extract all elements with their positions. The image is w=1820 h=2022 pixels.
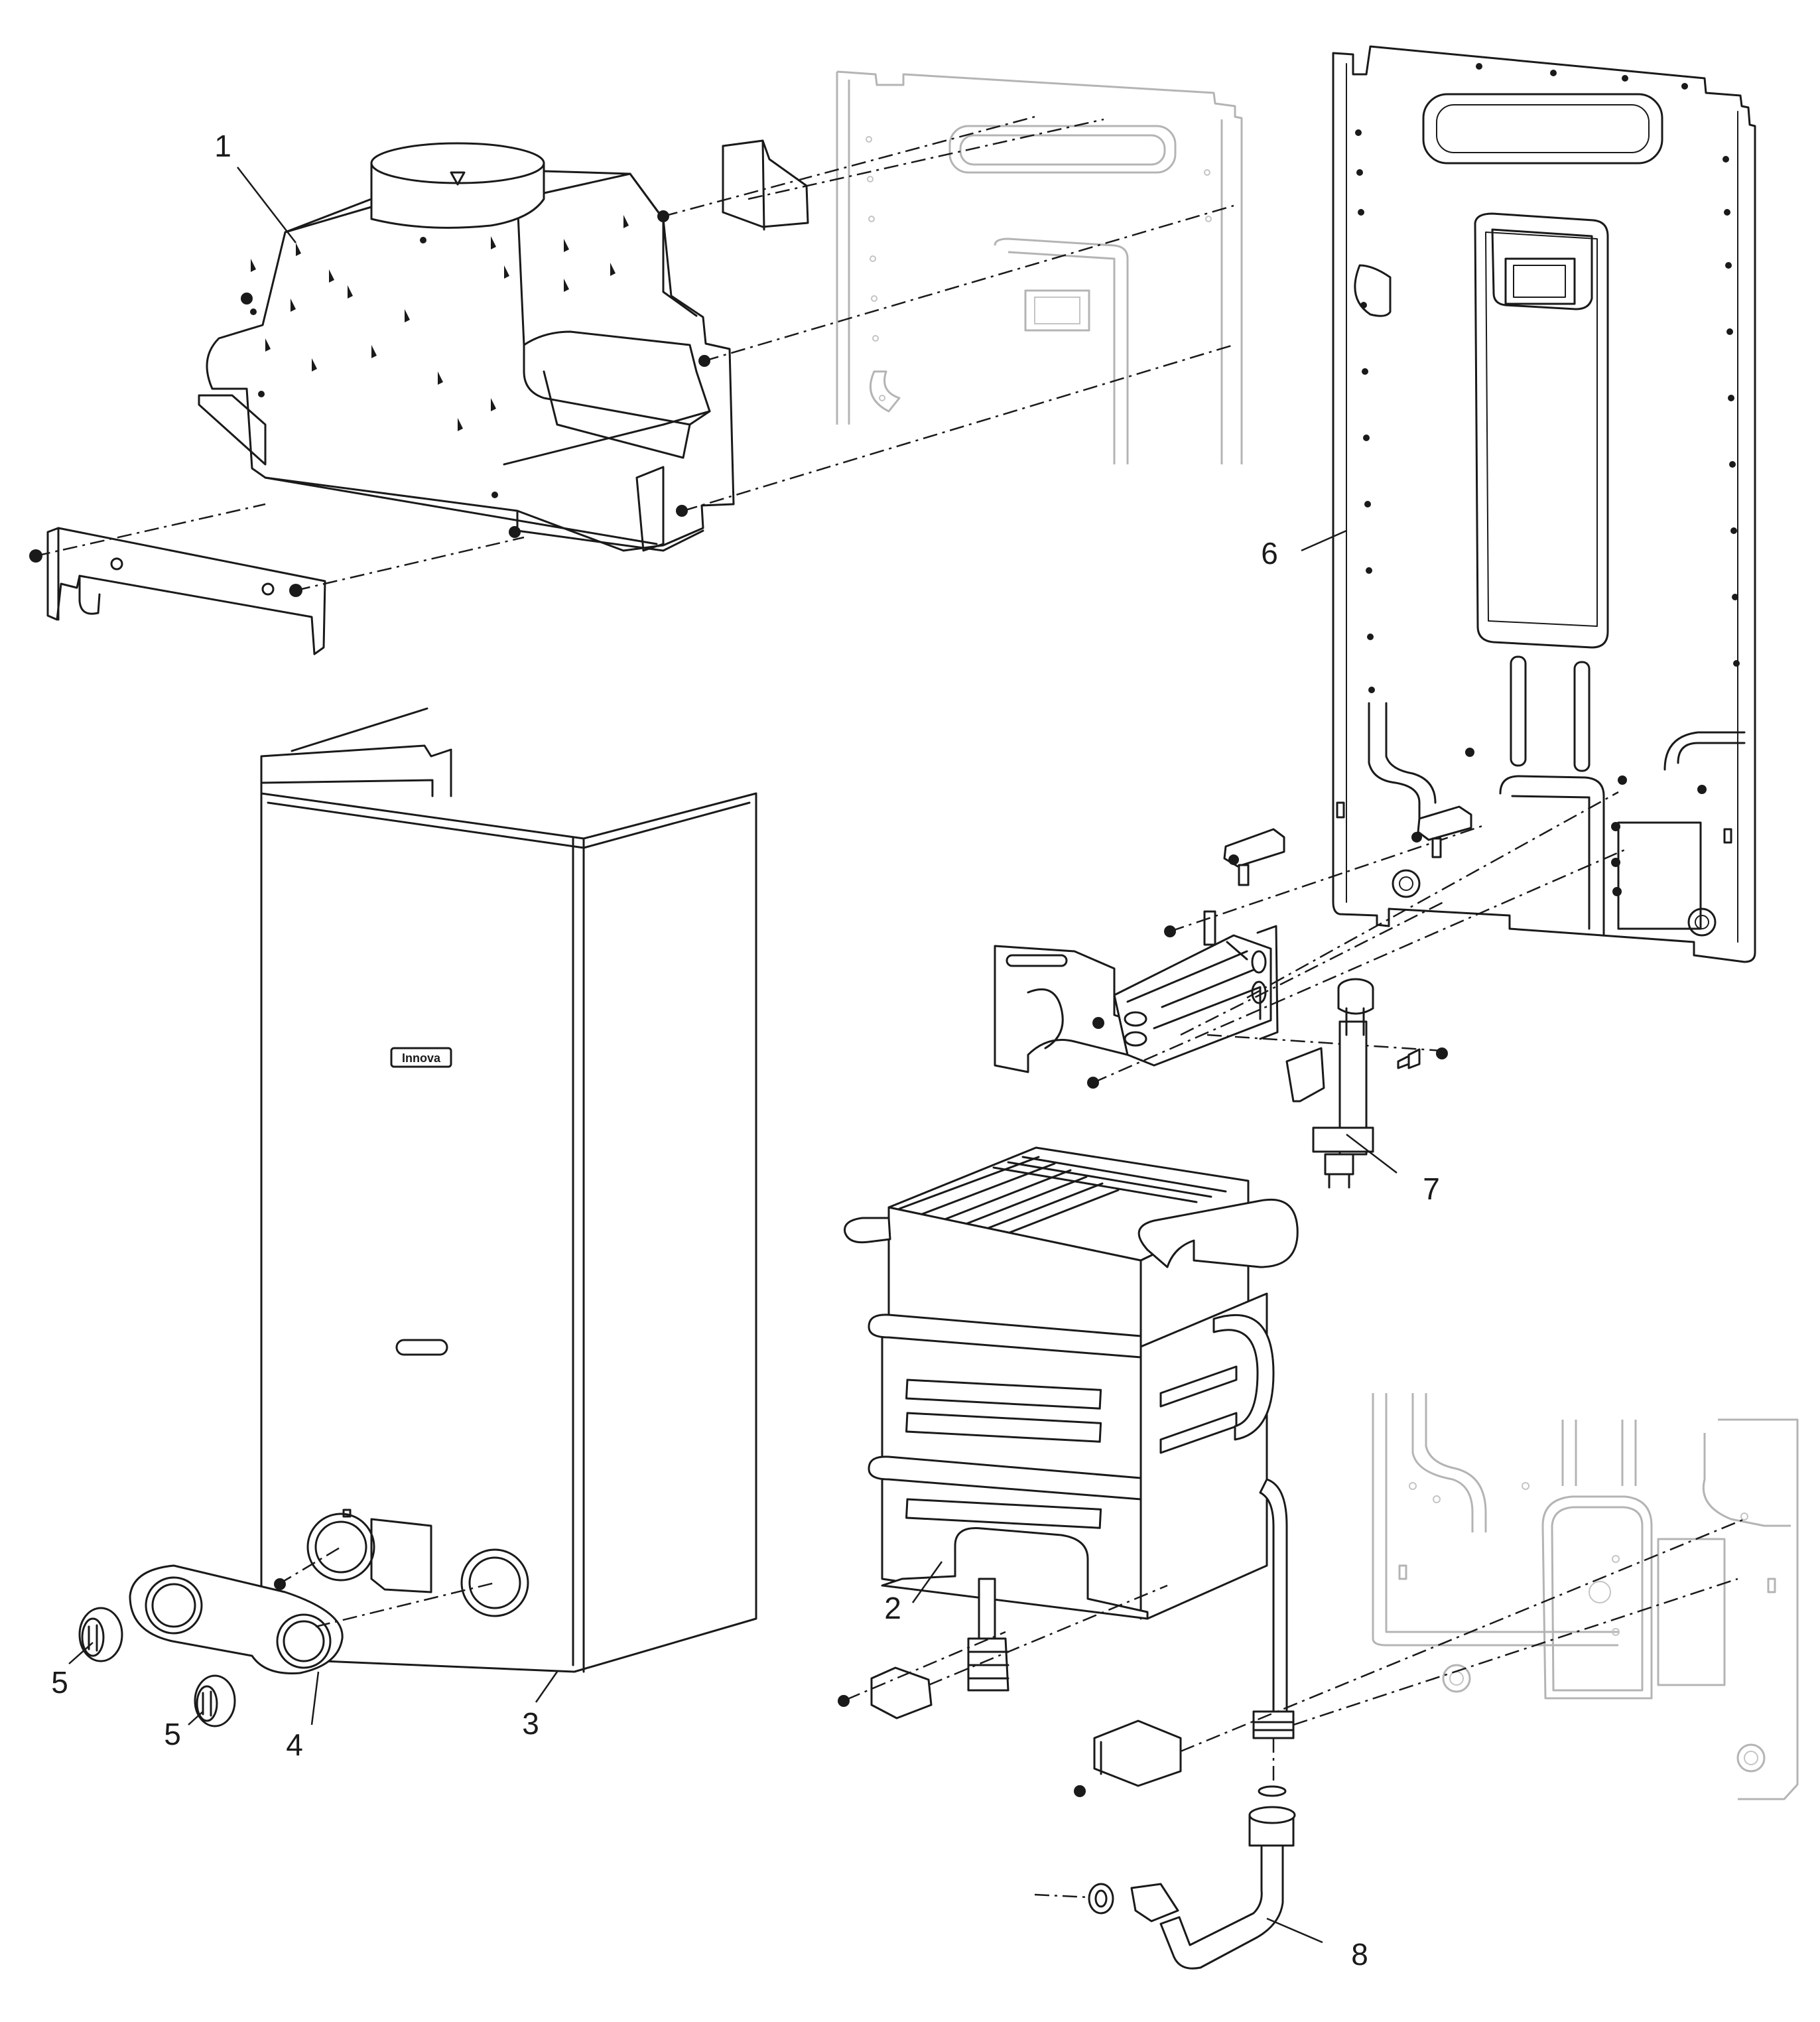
callout-5-upper: 5 <box>51 1665 68 1700</box>
part-8-outlet-pipe <box>1034 1738 1296 1970</box>
part-1-flue-hood <box>198 115 1234 552</box>
part-4-ring-plate <box>129 1546 495 1674</box>
callout-4: 4 <box>286 1727 303 1762</box>
part-5-cap-upper <box>78 1607 123 1662</box>
right-pipe-bracket <box>1074 1518 1745 1797</box>
ghost-back-panel-bottom <box>1372 1393 1799 1800</box>
casing-inlet-openings <box>306 1509 529 1617</box>
part-6-back-panel <box>1332 45 1756 963</box>
callout-5-lower: 5 <box>164 1717 181 1751</box>
callout-6: 6 <box>1261 536 1278 571</box>
burner-bracket-assembly <box>994 791 1627 1089</box>
callout-3: 3 <box>522 1706 539 1741</box>
casing-logo: Innova <box>402 1051 441 1065</box>
flue-lower-bracket <box>29 503 525 655</box>
callout-1: 1 <box>214 129 231 163</box>
callout-leaders <box>68 167 1398 1944</box>
ghost-back-panel-top <box>836 70 1243 464</box>
part-5-cap-lower <box>194 1674 236 1727</box>
part-3-front-casing: Innova <box>260 707 757 1673</box>
part-7-ignition-electrode <box>1206 978 1448 1189</box>
callout-2: 2 <box>884 1591 901 1625</box>
callout-7: 7 <box>1423 1172 1440 1206</box>
part-2-heat-exchanger <box>838 1146 1299 1739</box>
callout-8: 8 <box>1351 1937 1368 1972</box>
